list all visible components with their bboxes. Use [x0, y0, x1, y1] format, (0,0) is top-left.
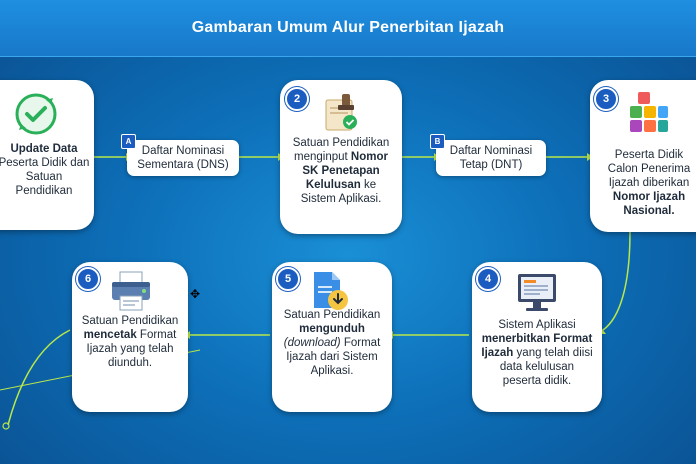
step-1-bold: Update Data [10, 143, 78, 155]
step-5-text-b: Format Ijazah dari Sistem Aplikasi. [286, 337, 381, 377]
step-4-badge: 4 [476, 267, 500, 291]
step-6-bold: mencetak [83, 329, 137, 341]
step-6-text-b: Format Ijazah yang telah diunduh. [86, 329, 177, 369]
stamp-certificate-icon [325, 94, 357, 131]
doc-a-letter: A [121, 134, 136, 149]
step-1-text: Peserta Didik dan Satuan Pendidikan [0, 157, 90, 197]
step-4-card: 4 Sistem Aplikasi menerbitkan Format Ija… [472, 262, 602, 412]
step-6-card: 6 Satuan Pendidikan mencetak Format Ijaz… [72, 262, 188, 412]
connector-3-4 [602, 231, 631, 331]
doc-b-letter: B [430, 134, 445, 149]
step-5-italic: (download) [283, 337, 341, 349]
step-3-text-a: Peserta Didik Calon Penerima Ijazah dibe… [607, 149, 691, 189]
connector-end-dot [2, 422, 10, 430]
refresh-check-icon [15, 93, 57, 135]
step-5-text-a: Satuan Pendidikan [283, 309, 381, 321]
step-2-text-a: Satuan Pendidikan menginput [292, 137, 390, 163]
step-4-text-a: Sistem Aplikasi [498, 319, 576, 331]
doc-b-text: Daftar Nominasi Tetap (DNT) [449, 145, 533, 171]
step-4-text-b: yang telah diisi data kelulusan peserta … [499, 347, 593, 387]
page-title: Gambaran Umum Alur Penerbitan Ijazah [191, 19, 505, 36]
printer-icon [112, 271, 150, 311]
step-3-card: 3 Peserta Didik Calon Penerima Ijazah di… [590, 80, 696, 232]
connector-6-out [7, 329, 71, 426]
header-bar: Gambaran Umum Alur Penerbitan Ijazah [0, 0, 696, 57]
step-5-card: 5 Satuan Pendidikan mengunduh (download)… [272, 262, 392, 412]
step-6-badge: 6 [76, 267, 100, 291]
doc-b-box: B Daftar Nominasi Tetap (DNT) [430, 134, 546, 176]
step-4-bold: menerbitkan Format Ijazah [481, 333, 593, 359]
step-1-card: Update Data Peserta Didik dan Satuan Pen… [0, 80, 94, 230]
step-2-card: 2 Satuan Pendidikan menginput Nomor SK P… [280, 80, 402, 234]
mouse-cursor-icon: ✥ [190, 287, 201, 301]
download-document-icon [314, 272, 348, 310]
computer-form-icon [518, 274, 556, 311]
step-5-bold: mengunduh [299, 323, 365, 335]
step-2-text-b: ke Sistem Aplikasi. [300, 179, 382, 205]
step-3-bold: Nomor Ijazah Nasional. [612, 191, 686, 217]
step-5-badge: 5 [276, 267, 300, 291]
step-6-text-a: Satuan Pendidikan [81, 315, 179, 327]
doc-a-box: A Daftar Nominasi Sementara (DNS) [121, 134, 239, 176]
step-2-bold: Nomor SK Penetapan Kelulusan [302, 151, 388, 191]
number-blocks-icon [630, 92, 668, 132]
step-3-badge: 3 [594, 87, 618, 111]
step-2-badge: 2 [285, 87, 309, 111]
doc-a-text: Daftar Nominasi Sementara (DNS) [137, 145, 229, 171]
